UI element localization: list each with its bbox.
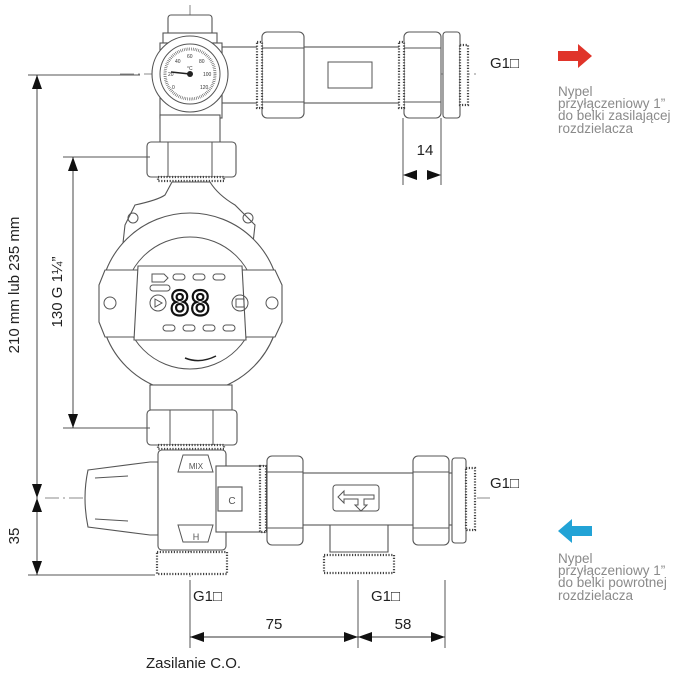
thread-label-top-right: G1□ bbox=[490, 55, 519, 72]
thread-label-bottom-middle: G1□ bbox=[371, 588, 400, 605]
svg-text:rozdzielacza: rozdzielacza bbox=[558, 588, 634, 603]
top-union-nut bbox=[146, 141, 237, 183]
svg-text:100: 100 bbox=[203, 72, 212, 78]
svg-text:przyłączeniowy 1”: przyłączeniowy 1” bbox=[558, 563, 665, 578]
supply-note: Nypel przyłączeniowy 1” do belki zasilaj… bbox=[558, 84, 671, 136]
top-pipe bbox=[221, 31, 470, 119]
svg-text:przyłączeniowy 1”: przyłączeniowy 1” bbox=[558, 96, 665, 111]
svg-text:Nypel: Nypel bbox=[558, 84, 593, 99]
thermometer-valve: 0 20 40 60 80 100 120 °C bbox=[151, 14, 229, 146]
bottom-union-nut bbox=[146, 409, 238, 451]
pump-display: 88 bbox=[170, 284, 211, 324]
return-note: Nypel przyłączeniowy 1” do belki powrotn… bbox=[558, 551, 667, 603]
svg-text:80: 80 bbox=[199, 59, 205, 65]
thread-label-bottom-right: G1□ bbox=[490, 475, 519, 492]
svg-text:40: 40 bbox=[175, 59, 181, 65]
spacing-left-label: 75 bbox=[266, 616, 283, 633]
svg-text:rozdzielacza: rozdzielacza bbox=[558, 121, 634, 136]
play-button-icon bbox=[149, 294, 167, 312]
svg-text:C: C bbox=[228, 496, 235, 507]
svg-text:do belki powrotnej: do belki powrotnej bbox=[558, 575, 667, 590]
mixing-knob bbox=[84, 461, 159, 536]
total-height-label: 210 mm lub 235 mm bbox=[6, 217, 23, 354]
nipple-width-label: 14 bbox=[417, 142, 434, 159]
svg-text:120: 120 bbox=[200, 85, 209, 91]
svg-text:20: 20 bbox=[168, 72, 174, 78]
thread-label-bottom-left: G1□ bbox=[193, 588, 222, 605]
svg-text:H: H bbox=[193, 532, 200, 542]
return-tee bbox=[258, 455, 477, 575]
svg-text:0: 0 bbox=[172, 85, 175, 91]
rotation-arrow-icon bbox=[184, 355, 217, 362]
svg-text:60: 60 bbox=[187, 54, 193, 60]
svg-text:do belki zasilającej: do belki zasilającej bbox=[558, 108, 671, 123]
supply-arrow-icon bbox=[558, 44, 592, 68]
svg-text:Nypel: Nypel bbox=[558, 551, 593, 566]
circulation-pump: 88 bbox=[98, 181, 283, 411]
mixing-valve: MIX H C bbox=[84, 449, 267, 576]
return-arrow-icon bbox=[558, 519, 592, 543]
svg-text:°C: °C bbox=[187, 66, 193, 72]
stop-button-icon bbox=[231, 294, 249, 312]
dimension-lines bbox=[28, 74, 446, 648]
svg-text:MIX: MIX bbox=[189, 462, 204, 471]
spacing-right-label: 58 bbox=[395, 616, 412, 633]
supply-label: Zasilanie C.O. bbox=[146, 655, 241, 672]
pump-length-label: 130 G 1¼” bbox=[49, 257, 66, 328]
bottom-offset-label: 35 bbox=[6, 528, 23, 545]
